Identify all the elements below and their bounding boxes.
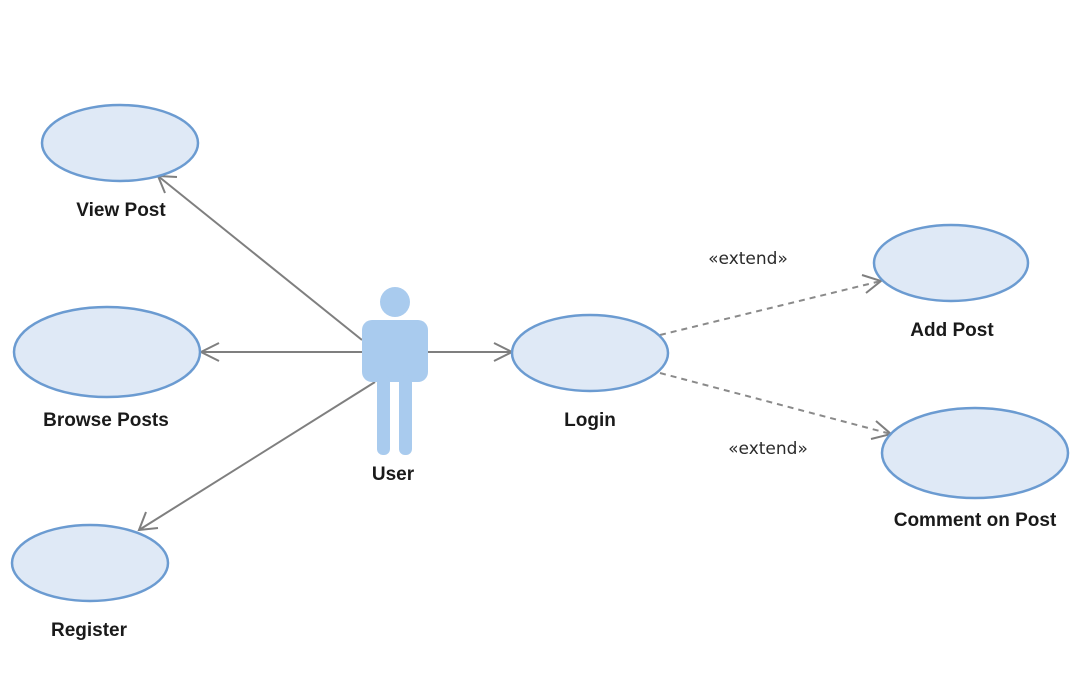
associations (137, 174, 515, 532)
use-case-login[interactable] (510, 313, 670, 393)
label-comment-on-post: Comment on Post (894, 510, 1057, 531)
stereotype-extend-add-post: «extend» (708, 249, 788, 269)
association-user-register (138, 381, 376, 531)
label-register: Register (51, 620, 128, 641)
actor-user-icon[interactable] (362, 287, 428, 455)
extend-line-add-post (659, 280, 882, 336)
use-case-add-post[interactable] (872, 223, 1030, 303)
stereotype-extend-comment: «extend» (728, 439, 808, 459)
use-case-comment-on-post[interactable] (880, 406, 1070, 500)
extend-line-comment (659, 372, 892, 435)
label-add-post: Add Post (910, 320, 994, 341)
use-cases (10, 103, 1070, 603)
arrowhead-add-post (861, 274, 884, 294)
use-case-view-post[interactable] (40, 103, 200, 183)
arrowhead-register (137, 511, 159, 532)
label-browse-posts: Browse Posts (43, 410, 169, 431)
association-user-view-post (157, 175, 363, 341)
extend-relations (659, 274, 894, 440)
label-actor-user: User (372, 464, 415, 485)
label-view-post: View Post (76, 200, 166, 221)
label-login: Login (564, 410, 616, 431)
use-case-browse-posts[interactable] (12, 305, 202, 399)
use-case-register[interactable] (10, 523, 170, 603)
